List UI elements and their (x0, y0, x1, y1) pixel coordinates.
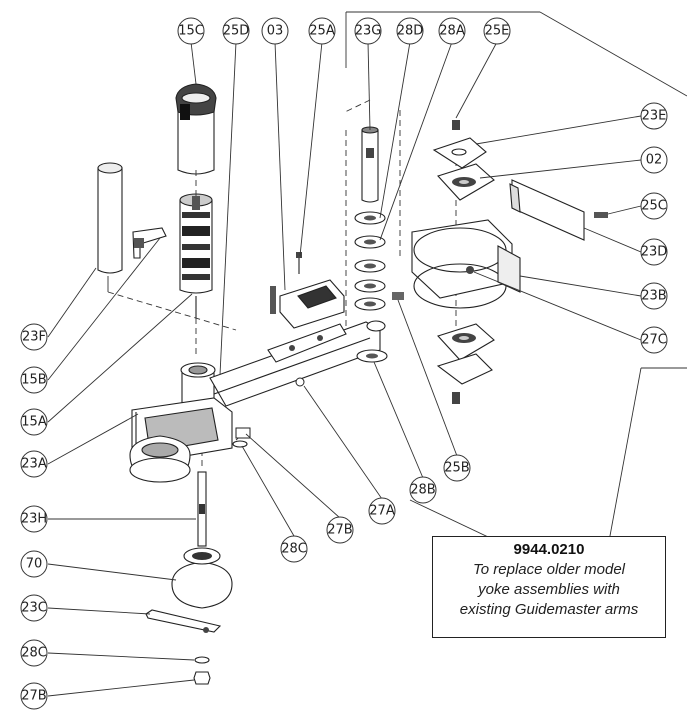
callout-25A: 25A (308, 17, 336, 45)
callout-27B-bottom: 27B (20, 682, 48, 710)
callout-label: 27B (21, 689, 46, 704)
callout-label: 03 (267, 24, 284, 39)
callout-label: 28D (397, 24, 424, 39)
callout-label: 23E (642, 109, 667, 124)
callout-label: 23A (21, 457, 47, 472)
callout-label: 25C (641, 199, 667, 214)
handle-tube (97, 162, 123, 292)
assembly-part-number: 9944.0210 (513, 541, 585, 558)
leader-lines (47, 41, 642, 697)
callout-label: 15C (178, 24, 204, 39)
callout-label: 27C (641, 333, 667, 348)
callout-23G: 23G (354, 17, 382, 45)
assembly-note-line-1: To replace older model (472, 561, 626, 578)
callout-23A: 23A (20, 450, 48, 478)
callout-label: 28B (410, 483, 435, 498)
callout-label: 23D (641, 245, 668, 260)
callout-23F: 23F (20, 323, 48, 351)
motor-assembly (132, 83, 217, 318)
callout-label: 25D (223, 24, 250, 39)
assembly-note-line-3: existing Guidemaster arms (459, 601, 639, 618)
callout-70: 70 (20, 550, 48, 578)
callout-25E: 25E (483, 17, 511, 45)
callout-label: 25B (444, 461, 469, 476)
callout-02: 02 (640, 146, 668, 174)
callout-03: 03 (261, 17, 289, 45)
callout-15C: 15C (177, 17, 205, 45)
callout-label: 70 (26, 557, 43, 572)
callout-25D: 25D (222, 17, 250, 45)
callout-23D: 23D (640, 238, 668, 266)
callout-label: 23G (355, 24, 382, 39)
callout-28C-bottom: 28C (20, 639, 48, 667)
assembly-note-line-2: yoke assemblies with (478, 581, 620, 598)
callout-label: 23C (21, 601, 47, 616)
callout-23B: 23B (640, 282, 668, 310)
callout-23C: 23C (20, 594, 48, 622)
callout-label: 02 (646, 153, 663, 168)
clamp-block (270, 252, 345, 329)
callout-label: 25A (309, 24, 335, 39)
callout-23E: 23E (640, 102, 668, 130)
callout-label: 23F (22, 330, 46, 345)
callout-28C-top: 28C (280, 535, 308, 563)
assembly-note-box: 9944.0210 To replace older model yoke as… (432, 536, 666, 638)
callout-25C: 25C (640, 192, 668, 220)
callout-label: 27B (327, 523, 352, 538)
callout-label: 28C (281, 542, 307, 557)
callout-28D: 28D (396, 17, 424, 45)
callout-label: 27A (369, 504, 395, 519)
callout-27C: 27C (640, 326, 668, 354)
callout-27A: 27A (368, 497, 396, 525)
callout-28A: 28A (438, 17, 466, 45)
callout-25B: 25B (443, 454, 471, 482)
callout-label: 15B (21, 373, 46, 388)
yoke-arm (129, 320, 386, 483)
turret-assembly (411, 120, 608, 404)
lower-wheel-assembly (145, 377, 305, 685)
callout-15B: 15B (20, 366, 48, 394)
callout-label: 25E (485, 24, 510, 39)
callout-label: 23B (641, 289, 666, 304)
callout-23H: 23H (20, 505, 48, 533)
callout-label: 28A (439, 24, 465, 39)
callout-label: 28C (21, 646, 47, 661)
callout-28B: 28B (409, 476, 437, 504)
frame-lines (345, 11, 687, 591)
callout-15A: 15A (20, 408, 48, 436)
washer-stack (354, 126, 404, 363)
callout-27B-top: 27B (326, 516, 354, 544)
callout-label: 23H (21, 512, 47, 527)
callout-label: 15A (21, 415, 47, 430)
